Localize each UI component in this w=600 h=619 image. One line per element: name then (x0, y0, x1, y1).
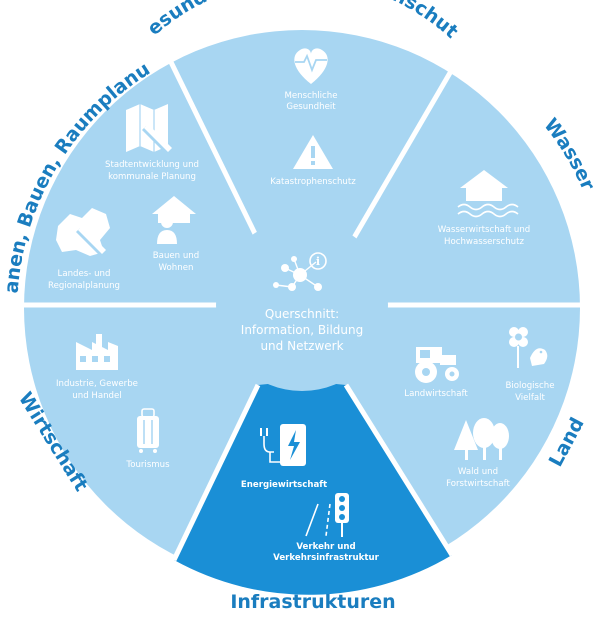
network-info-icon: i (273, 252, 327, 291)
plug-energy-icon (260, 424, 306, 466)
label-katastrophenschutz: Katastrophenschutz (270, 177, 356, 187)
center-label-3: und Netzwerk (260, 339, 343, 353)
label-wald-2: Forstwirtschaft (446, 479, 510, 489)
center-label-2: Information, Bildung (241, 323, 363, 337)
trees-icon (454, 418, 509, 460)
label-stadtentwicklung-2: kommunale Planung (108, 172, 196, 182)
label-stadtentwicklung-1: Stadtentwicklung und (105, 160, 199, 170)
traffic-light-road-icon (305, 493, 349, 537)
svg-text:i: i (316, 255, 320, 268)
region-map-pencil-icon (56, 208, 110, 256)
label-energiewirtschaft: Energiewirtschaft (241, 480, 327, 490)
label-wasserwirtschaft-1: Wasserwirtschaft und (438, 225, 531, 235)
warning-triangle-icon (293, 135, 333, 169)
label-biologische-vielfalt-2: Vielfalt (515, 393, 545, 403)
map-pencil-icon (126, 104, 172, 154)
label-wasserwirtschaft-2: Hochwasserschutz (444, 237, 524, 247)
suitcase-icon (137, 408, 159, 453)
label-industrie-2: und Handel (72, 391, 121, 401)
label-tourismus: Tourismus (125, 460, 170, 470)
label-landes-1: Landes- und (58, 269, 111, 279)
label-landwirtschaft: Landwirtschaft (404, 389, 468, 399)
center-circle (216, 219, 388, 391)
tractor-icon (415, 347, 459, 383)
ring-label-infrastrukturen: Infrastrukturen (230, 591, 395, 613)
flooded-house-icon (457, 170, 519, 218)
label-wald-1: Wald und (458, 467, 498, 477)
ring-label-gesundheit: Gesundheit, Katastrophenschutz (0, 0, 462, 43)
house-person-icon (152, 196, 196, 244)
label-bauen-1: Bauen und (153, 251, 199, 261)
heart-pulse-icon (294, 48, 328, 84)
segment-infrastrukturen[interactable] (174, 382, 452, 595)
flower-bird-icon (509, 327, 548, 368)
label-biologische-vielfalt-1: Biologische (506, 381, 555, 391)
label-verkehr-1: Verkehr und (296, 542, 355, 552)
center-label-1: Querschnitt: (265, 307, 339, 321)
label-bauen-2: Wohnen (159, 263, 194, 273)
label-verkehr-2: Verkehrsinfrastruktur (273, 553, 379, 563)
label-menschliche-gesundheit-1: Menschliche (284, 91, 337, 101)
factory-icon (76, 334, 118, 370)
label-landes-2: Regionalplanung (48, 281, 120, 291)
label-menschliche-gesundheit-2: Gesundheit (286, 102, 336, 112)
label-industrie-1: Industrie, Gewerbe (56, 379, 138, 389)
segment-dividers (22, 54, 582, 562)
